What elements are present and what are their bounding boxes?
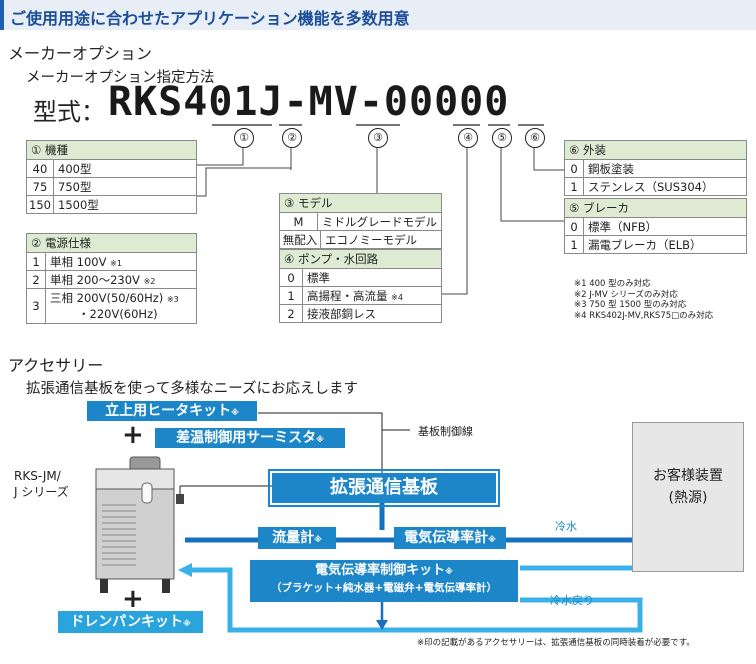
circle-2: ② <box>282 128 302 148</box>
thermistor-box: 差温制御用サーミスタ※ <box>155 428 345 448</box>
model-label: 型式： <box>33 98 105 126</box>
leader-lines <box>196 124 564 295</box>
customer-equipment-box: お客様装置 (熱源) <box>632 422 744 572</box>
plus-sign-2: + <box>122 584 144 614</box>
cold-water-label: 冷水 <box>555 520 577 533</box>
circle-6: ⑥ <box>525 128 545 148</box>
flow-meter-box: 流量計※ <box>258 527 336 549</box>
plus-sign: + <box>122 420 144 450</box>
drain-pan-kit-box: ドレンパンキット※ <box>58 611 203 633</box>
circle-5: ⑤ <box>492 128 512 148</box>
board-line-label: 基板制御線 <box>418 425 473 438</box>
accessory-heading: アクセサリー <box>8 356 104 375</box>
table-header: ② 電源仕様 <box>27 234 196 253</box>
accessory-subheading: 拡張通信基板を使って多様なニーズにお応えします <box>26 381 359 397</box>
circle-1: ① <box>234 128 254 148</box>
circle-3: ③ <box>368 128 388 148</box>
expansion-board-box: 拡張通信基板 <box>268 469 500 507</box>
circle-4: ④ <box>458 128 478 148</box>
banner-title: ご使用用途に合わせたアプリケーション機能を多数用意 <box>10 9 410 28</box>
machine-label: RKS-JM/ J シリーズ <box>14 469 69 499</box>
section-banner: ご使用用途に合わせたアプリケーション機能を多数用意 <box>0 0 756 30</box>
table-header: ④ ポンプ・水回路 <box>280 250 441 269</box>
heater-kit-box: 立上用ヒータキット※ <box>87 401 257 421</box>
table-header: ① 機種 <box>27 141 196 160</box>
chiller-unit-image <box>95 456 175 593</box>
conductivity-meter-box: 電気伝導率計※ <box>394 527 506 549</box>
table-header: ⑤ ブレーカ <box>565 199 746 218</box>
table-row: 無配入エコノミーモデル <box>280 231 441 248</box>
model-code: RKS401J-MV-00000 <box>108 79 510 125</box>
table-header: ③ モデル <box>280 194 441 213</box>
table-header: ⑥ 外装 <box>565 141 746 160</box>
cold-return-label: 冷水戻り <box>550 594 594 607</box>
maker-option-subheading: メーカーオプション指定方法 <box>26 70 215 86</box>
maker-option-heading: メーカーオプション <box>8 44 153 63</box>
option-notes: ※1 400 型のみ対応 ※2 J-MV シリーズのみ対応 ※3 750 型 1… <box>574 279 714 321</box>
accessory-footnote: ※印の記載があるアクセサリーは、拡張通信基板の同時装着が必要です。 <box>417 638 695 648</box>
conductivity-control-kit-box: 電気伝導率制御キット※ （ブラケット+純水器+電磁弁+電気伝導率計） <box>250 560 518 602</box>
